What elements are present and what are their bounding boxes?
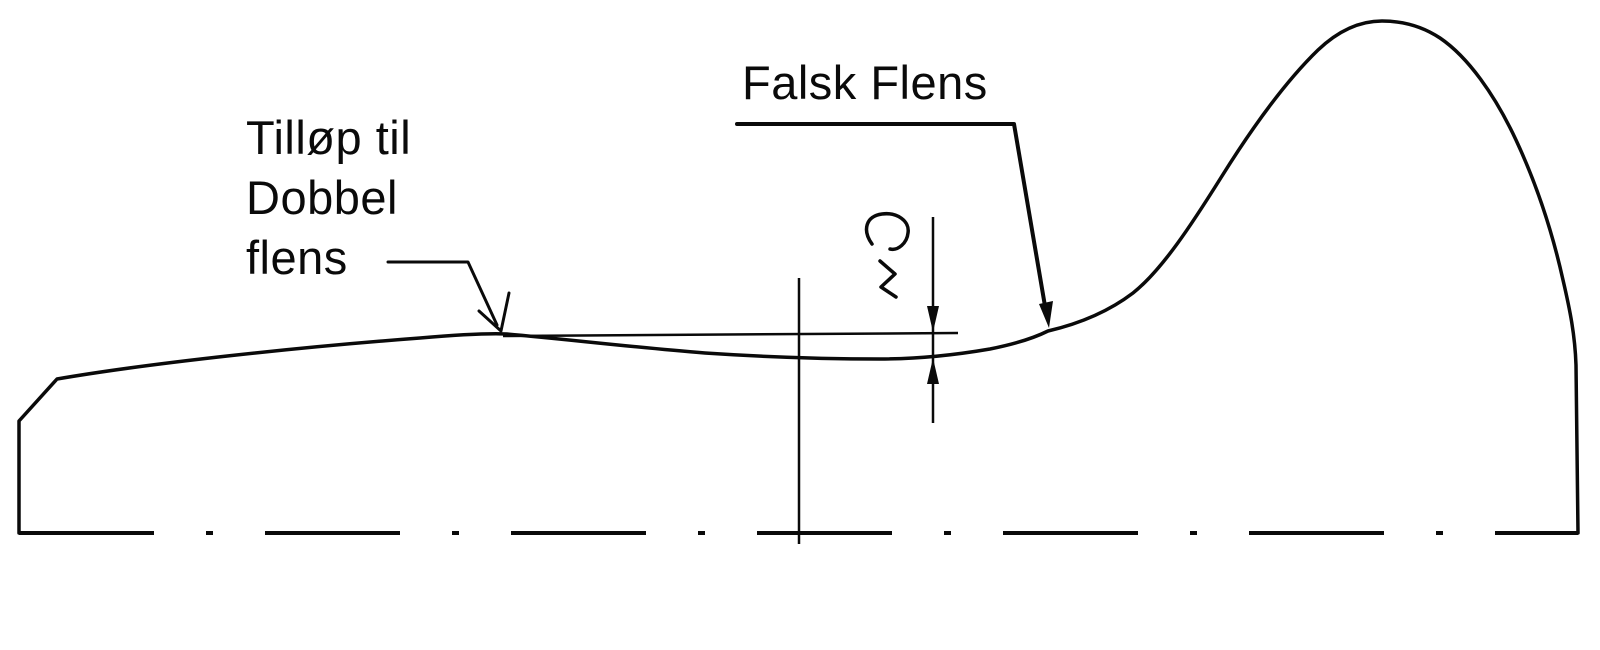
wheel-profile-outline bbox=[17, 19, 1580, 535]
dimension-arrow-down bbox=[927, 306, 939, 332]
label-falsk-flens: Falsk Flens bbox=[742, 56, 988, 109]
falsk-underline-leader bbox=[735, 122, 1048, 314]
dimension-arrow-up bbox=[927, 358, 939, 384]
tillop-leader-line bbox=[386, 260, 499, 327]
falsk-arrowhead bbox=[1039, 301, 1053, 328]
dimension-value-2-scribble bbox=[864, 212, 910, 299]
scribble-stroke bbox=[864, 212, 910, 299]
label-tillop-line-3: flens bbox=[246, 231, 348, 284]
tillop-leader bbox=[386, 260, 511, 333]
tread-reference-line bbox=[502, 331, 959, 338]
label-tillop-til-dobbel-flens: Tilløp til Dobbel flens bbox=[246, 108, 411, 288]
label-tillop-line-1: Tilløp til bbox=[246, 111, 412, 164]
hollow-wear-dimension bbox=[864, 212, 939, 423]
falsk-leader bbox=[735, 122, 1053, 328]
label-tillop-line-2: Dobbel bbox=[246, 171, 398, 224]
tillop-arrowhead bbox=[477, 291, 511, 333]
